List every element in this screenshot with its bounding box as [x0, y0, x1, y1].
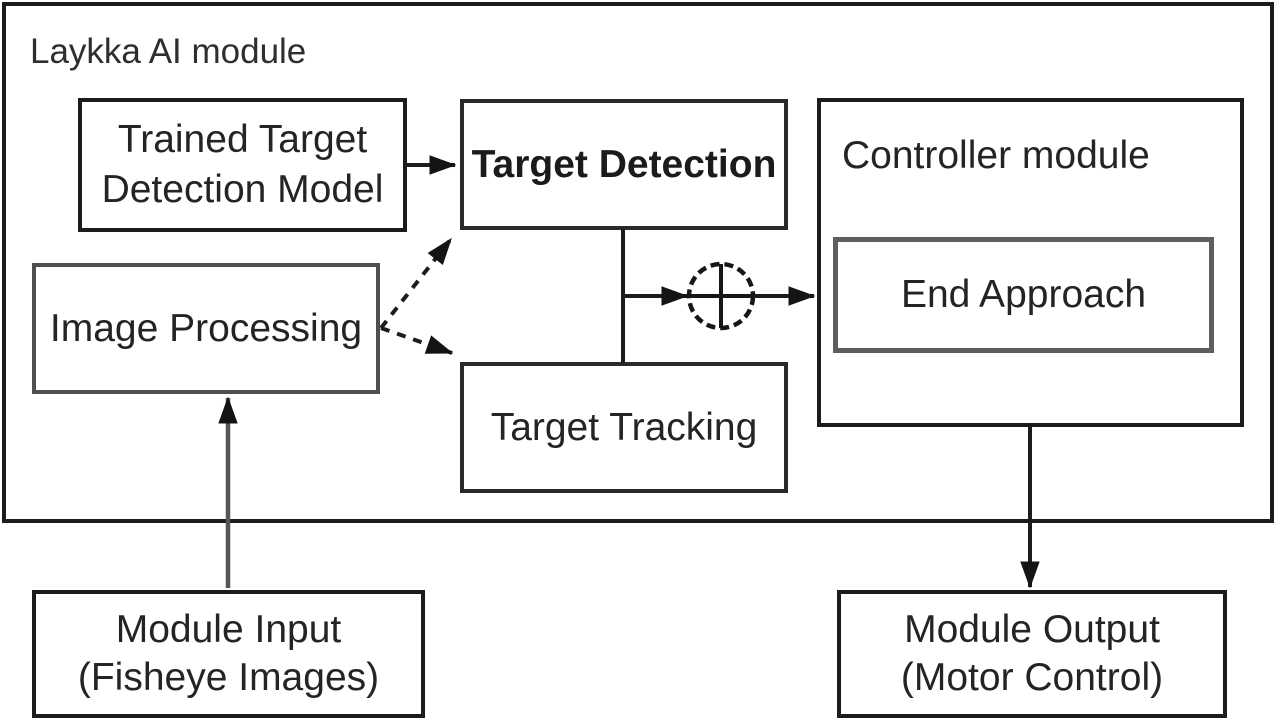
- trained-target-detection-model-node: Trained Target Detection Model: [78, 98, 407, 232]
- image-processing-label: Image Processing: [49, 306, 363, 350]
- target-detection-label: Target Detection: [471, 142, 777, 186]
- module-input-node: Module Input (Fisheye Images): [32, 590, 425, 718]
- end-approach-node: End Approach: [833, 237, 1214, 353]
- trained-model-label-line2: Detection Model: [101, 168, 384, 211]
- trained-model-label-line1: Trained Target: [117, 118, 368, 161]
- module-output-label-line1: Module Output: [904, 608, 1160, 651]
- laykka-ai-module-label: Laykka AI module: [30, 32, 307, 71]
- image-processing-node: Image Processing: [32, 263, 380, 394]
- target-detection-node: Target Detection: [460, 99, 788, 230]
- module-input-label-line1: Module Input: [115, 608, 342, 651]
- target-tracking-label: Target Tracking: [490, 405, 758, 449]
- target-tracking-node: Target Tracking: [460, 362, 788, 493]
- controller-module-label: Controller module: [842, 134, 1150, 177]
- end-approach-label: End Approach: [900, 273, 1147, 316]
- module-input-label-line2: (Fisheye Images): [77, 656, 380, 699]
- module-output-label-line2: (Motor Control): [900, 656, 1164, 699]
- module-output-node: Module Output (Motor Control): [837, 590, 1227, 718]
